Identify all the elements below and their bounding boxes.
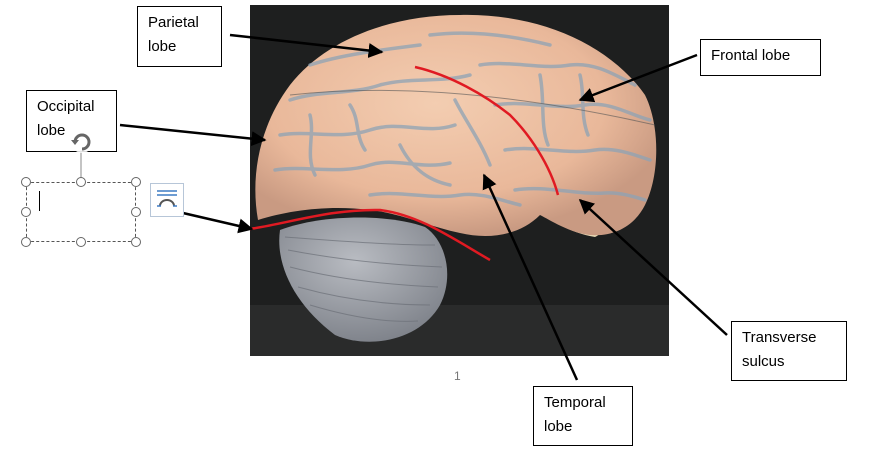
label-parietal-lobe[interactable]: Parietal lobe (137, 6, 222, 67)
label-text: Transverse (742, 329, 817, 346)
rotate-handle-icon[interactable] (68, 128, 96, 156)
label-text: Frontal lobe (711, 47, 791, 64)
arrow-transverse (578, 198, 728, 336)
resize-handle-left[interactable] (21, 207, 31, 217)
label-text: Occipital (37, 98, 95, 115)
arrow-temporal (482, 173, 579, 381)
arrow-lateral (182, 211, 254, 234)
lateral-fissure-line (250, 208, 491, 262)
label-text: Temporal (544, 394, 606, 411)
label-transverse-sulcus[interactable]: Transverse sulcus (731, 321, 847, 381)
brain-photo[interactable] (250, 5, 669, 356)
layout-options-icon[interactable] (150, 183, 184, 217)
transverse-sulcus-line (414, 65, 560, 196)
label-text: lobe (37, 122, 66, 139)
arrow-occipital (119, 123, 267, 147)
label-frontal-lobe[interactable]: Frontal lobe (700, 39, 821, 76)
brain-illustration (250, 5, 669, 356)
page-number: 1 (454, 369, 461, 383)
resize-handle-bottom[interactable] (76, 237, 86, 247)
arrow-frontal (578, 53, 698, 103)
cerebellum (279, 217, 448, 342)
resize-handle-bottom-left[interactable] (21, 237, 31, 247)
resize-handle-top-left[interactable] (21, 177, 31, 187)
text-cursor (39, 191, 40, 211)
arrow-parietal (229, 33, 384, 58)
resize-handle-top[interactable] (76, 177, 86, 187)
label-temporal-lobe[interactable]: Temporal lobe (533, 386, 633, 446)
label-text: lobe (544, 418, 573, 435)
selected-text-box[interactable] (26, 182, 136, 242)
resize-handle-top-right[interactable] (131, 177, 141, 187)
label-text: lobe (148, 38, 177, 55)
label-text: Parietal (148, 14, 199, 31)
resize-handle-bottom-right[interactable] (131, 237, 141, 247)
resize-handle-right[interactable] (131, 207, 141, 217)
label-text: sulcus (742, 353, 785, 370)
